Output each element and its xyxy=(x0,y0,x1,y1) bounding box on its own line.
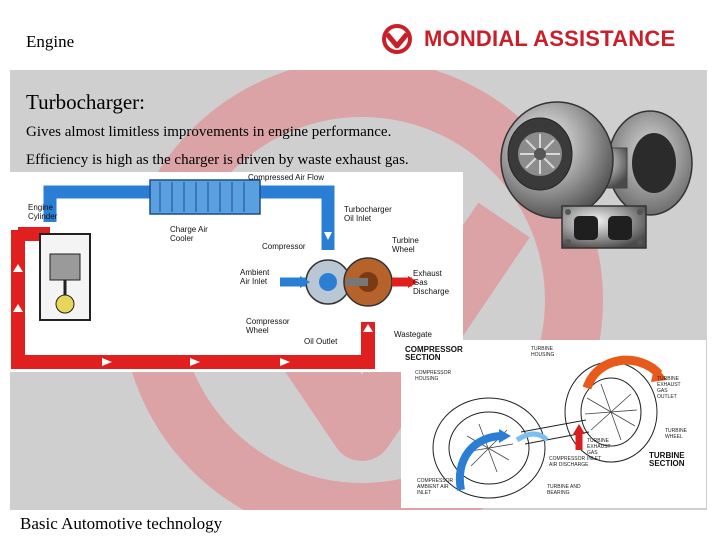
turbocharger-photo xyxy=(500,101,693,249)
label-turbine-wheel-1: Turbine xyxy=(392,236,419,245)
label-wastegate: Wastegate xyxy=(394,330,432,339)
label-turbine-inlet-2: EXHAUST xyxy=(587,444,611,450)
turbo-cutaway-diagram: COMPRESSOR SECTION TURBINE HOUSING COMPR… xyxy=(401,340,706,508)
label-turbine-wheel-2: Wheel xyxy=(392,245,415,254)
label-cylinder: Cylinder xyxy=(28,212,58,221)
label-engine: Engine xyxy=(28,203,53,212)
label-compressor-wheel-1: Compressor xyxy=(246,317,290,326)
label-turbocharger-oil-2: Oil Inlet xyxy=(344,214,372,223)
slide-heading: Turbocharger: xyxy=(26,90,145,114)
label-turbine-wheel-1: TURBINE xyxy=(665,428,688,434)
label-turbine-housing-2: HOUSING xyxy=(531,352,554,358)
label-compressor-housing-1: COMPRESSOR xyxy=(415,370,452,376)
label-compressor-section-2: SECTION xyxy=(405,353,441,362)
footer-text: Basic Automotive technology xyxy=(20,514,223,533)
label-compressor-section-1: COMPRESSOR xyxy=(405,345,463,354)
brand-name: MONDIAL ASSISTANCE xyxy=(424,26,676,51)
label-bearing-2: BEARING xyxy=(547,490,570,496)
bullet-item: Gives almost limitless improvements in e… xyxy=(26,124,392,140)
label-bearing-1: TURBINE AND xyxy=(547,484,581,490)
label-compressor-discharge-2: AIR DISCHARGE xyxy=(549,462,589,468)
label-compressor-housing-2: HOUSING xyxy=(415,376,438,382)
label-turbine-exhaust-2: EXHAUST xyxy=(657,382,681,388)
turbo-system-diagram: Compressed Air Flow Engine Cylinder Turb… xyxy=(10,172,463,372)
label-exhaust-3: Discharge xyxy=(413,287,450,296)
brand-emblem-icon xyxy=(382,24,412,54)
label-oil-outlet: Oil Outlet xyxy=(304,337,338,346)
label-compressor-discharge-1: COMPRESSOR xyxy=(549,456,586,462)
label-compressor: Compressor xyxy=(262,242,306,251)
label-ambient-2: Air Inlet xyxy=(240,277,268,286)
label-turbine-inlet-3: GAS xyxy=(587,450,598,456)
label-turbine-exhaust-3: GAS xyxy=(657,388,668,394)
label-turbine-section-1: TURBINE xyxy=(649,451,685,460)
label-turbine-inlet-4: INLET xyxy=(587,456,601,462)
label-charge-air-1: Charge Air xyxy=(170,225,208,234)
label-compressor-ambient-3: INLET xyxy=(417,490,431,496)
bullet-item: Efficiency is high as the charger is dri… xyxy=(26,152,409,168)
label-turbocharger-oil-1: Turbocharger xyxy=(344,205,392,214)
label-charge-air-2: Cooler xyxy=(170,234,194,243)
header-title: Engine xyxy=(26,32,75,51)
label-turbine-exhaust-1: TURBINE xyxy=(657,376,680,382)
label-compressed-air-flow: Compressed Air Flow xyxy=(248,173,324,182)
label-turbine-wheel-2: WHEEL xyxy=(665,434,683,440)
label-ambient-1: Ambient xyxy=(240,268,270,277)
label-compressor-ambient-1: COMPRESSOR xyxy=(417,478,454,484)
label-turbine-housing-1: TURBINE xyxy=(531,346,554,352)
label-compressor-ambient-2: AMBIENT AIR xyxy=(417,484,449,490)
label-exhaust-1: Exhaust xyxy=(413,269,443,278)
label-turbine-inlet-1: TURBINE xyxy=(587,438,610,444)
label-compressor-wheel-2: Wheel xyxy=(246,326,269,335)
label-turbine-exhaust-4: OUTLET xyxy=(657,394,677,400)
label-exhaust-2: Gas xyxy=(413,278,428,287)
brand-logo: MONDIAL ASSISTANCE xyxy=(378,22,704,56)
label-turbine-section-2: SECTION xyxy=(649,459,685,468)
